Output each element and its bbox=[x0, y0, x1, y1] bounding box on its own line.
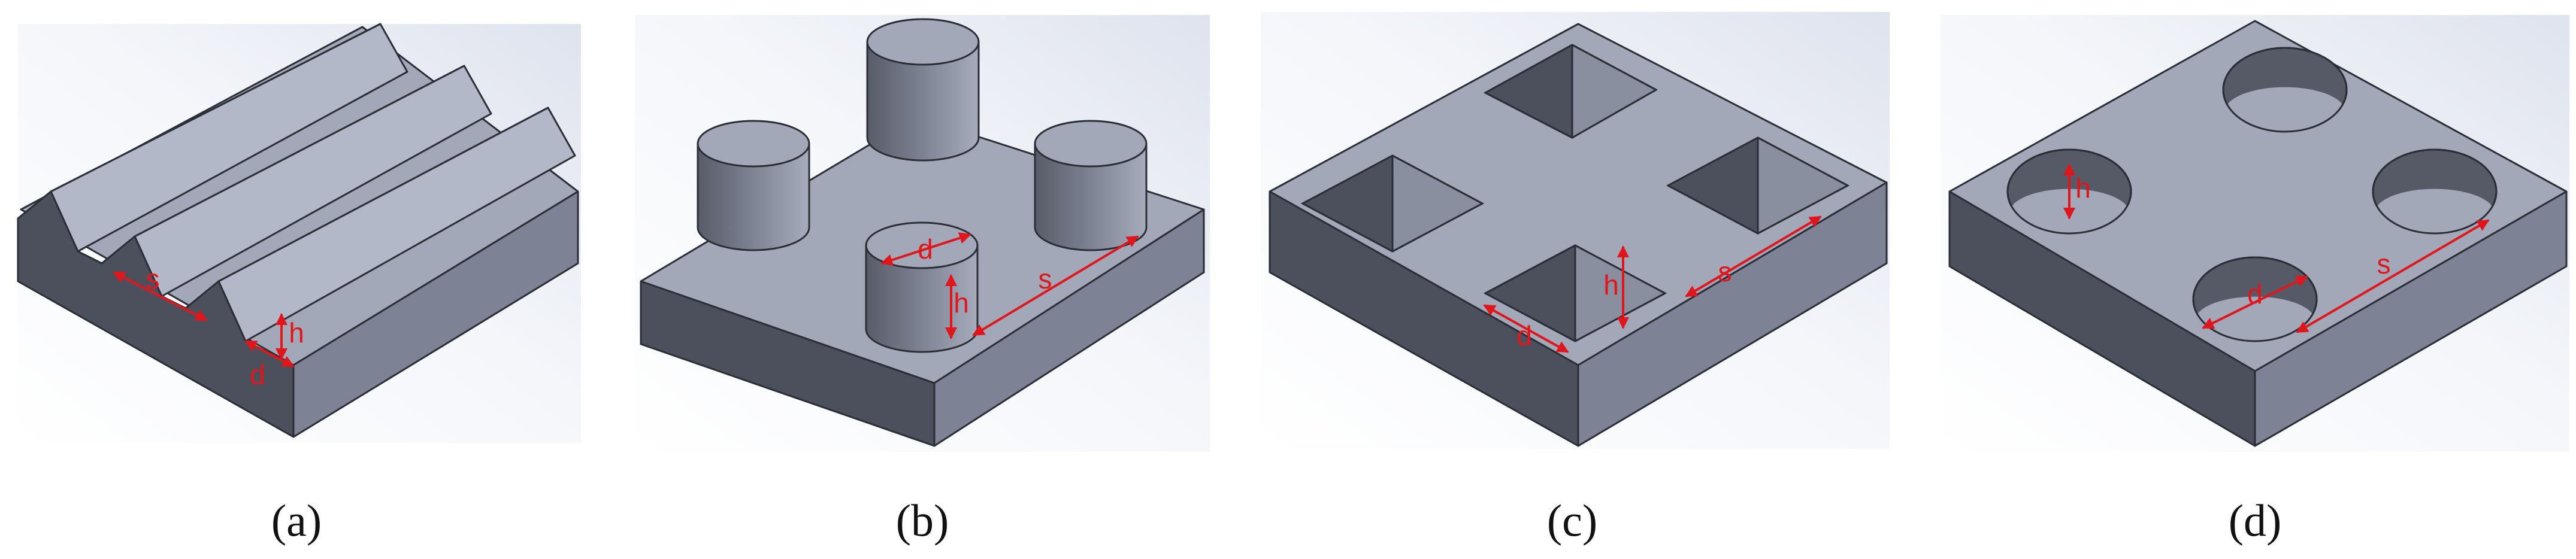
panel-b-cylinder-back bbox=[866, 18, 980, 162]
panel-d-h-label: h bbox=[2075, 172, 2091, 203]
panel-c-pyramid-left bbox=[1300, 154, 1485, 253]
panel-c-caption: (c) bbox=[1547, 496, 1597, 546]
panel-d-d-label: d bbox=[2247, 278, 2263, 309]
panel-a-s-label: s bbox=[146, 263, 160, 294]
panel-a-h-label: h bbox=[289, 317, 304, 348]
panel-b-d-dimension bbox=[880, 232, 971, 266]
panel-c-d-dimension bbox=[1483, 304, 1569, 353]
panel-b-s-label: s bbox=[1039, 263, 1052, 294]
panel-b: d h s (b) bbox=[635, 15, 1210, 546]
panel-b-s-dimension bbox=[972, 235, 1139, 336]
panel-d-d-dimension bbox=[2202, 275, 2308, 329]
panel-a: s h d (a) bbox=[17, 23, 581, 546]
panel-c-h-label: h bbox=[1603, 269, 1619, 300]
panel-c-pyramid-right bbox=[1666, 136, 1850, 235]
panel-c-s-dimension bbox=[1685, 215, 1822, 297]
panel-a-right-face bbox=[292, 190, 579, 438]
panel-d-s-label: s bbox=[2377, 248, 2391, 280]
panel-c-s-label: s bbox=[1718, 256, 1732, 287]
panel-a-ridges bbox=[17, 23, 576, 342]
panel-a-d-label: d bbox=[250, 359, 265, 390]
panel-d-caption: (d) bbox=[2229, 496, 2282, 546]
panel-a-s-dimension bbox=[113, 271, 208, 321]
panel-b-cylinder-left bbox=[697, 120, 810, 251]
panel-a-caption: (a) bbox=[271, 496, 322, 546]
panel-b-d-label: d bbox=[918, 233, 933, 265]
panel-b-h-label: h bbox=[953, 287, 969, 318]
panel-d-hole-back bbox=[2222, 47, 2348, 138]
panel-c-d-label: d bbox=[1516, 320, 1532, 351]
panel-c: d h s (c) bbox=[1261, 12, 1890, 546]
panel-d-s-dimension bbox=[2296, 219, 2490, 333]
panel-d: h d s (d) bbox=[1941, 15, 2569, 546]
panel-c-pyramid-back bbox=[1483, 44, 1658, 139]
panel-b-caption: (b) bbox=[896, 496, 949, 546]
panel-a-d-dimension bbox=[244, 340, 295, 367]
panel-b-cylinder-right bbox=[1034, 120, 1148, 251]
